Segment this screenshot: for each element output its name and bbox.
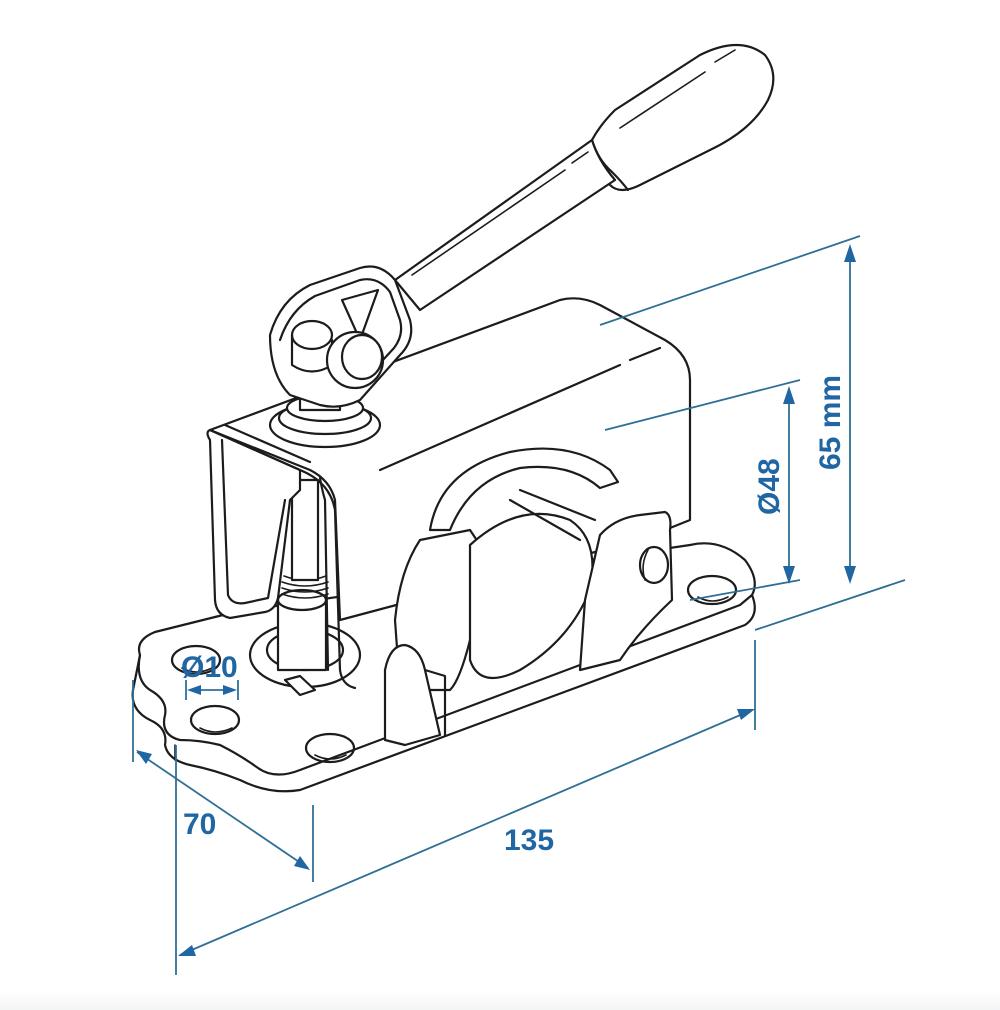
dimension-label-length: 135 [504,824,554,857]
dimension-label-height: 65 mm [814,375,847,470]
dimension-label-width: 70 [183,808,216,841]
bottom-shadow-band [0,990,1000,1010]
dimension-label-clamp-diameter: Ø48 [753,458,786,515]
threaded-spindle [276,478,329,672]
lever-handle [268,44,775,408]
dimension-labels: Ø10 Ø48 65 mm 70 135 [181,375,847,857]
dimension-lines [132,235,906,975]
clamp-jaw [383,447,674,747]
dimension-label-hole-diameter: Ø10 [181,651,238,684]
